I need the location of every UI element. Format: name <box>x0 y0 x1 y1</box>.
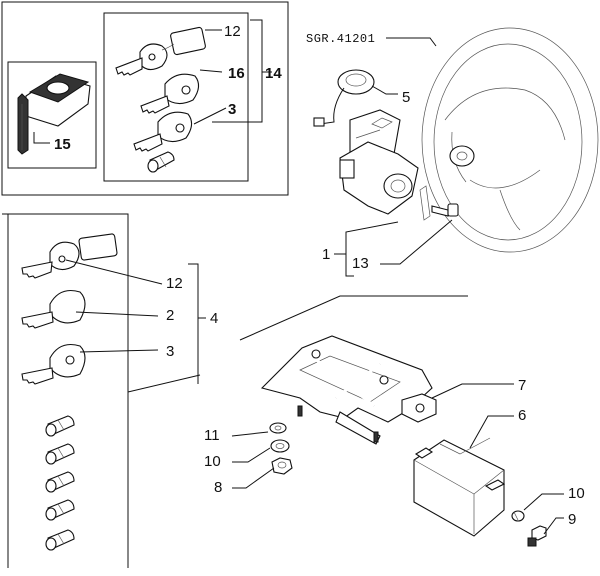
callout-1: 1 <box>322 246 330 263</box>
washer-10-right <box>511 510 525 522</box>
shear-bolt <box>431 203 459 217</box>
kit-frame-top <box>1 1 289 196</box>
callout-9: 9 <box>568 511 576 528</box>
callout-13: 13 <box>352 255 369 272</box>
key-2-left <box>21 289 86 329</box>
callout-8: 8 <box>214 479 222 496</box>
callout-12-left: 12 <box>166 275 183 292</box>
ignition-switch-body <box>339 109 419 215</box>
washer-10-left <box>270 439 290 453</box>
callout-12-top: 12 <box>224 23 241 40</box>
reference-code: SGR.41201 <box>306 32 375 46</box>
lock-cylinder-top <box>147 151 175 173</box>
key-with-tag-top <box>115 26 206 76</box>
nut-8 <box>271 457 293 475</box>
key-16 <box>140 73 200 114</box>
mounting-bracket-7 <box>260 335 437 445</box>
bracket-4 <box>188 263 199 384</box>
transponder-frame <box>7 61 97 169</box>
key-kit-inner-frame <box>103 12 249 182</box>
steering-wheel <box>421 27 599 253</box>
key-3-top <box>133 111 193 152</box>
callout-7: 7 <box>518 377 526 394</box>
callout-5: 5 <box>402 89 410 106</box>
ring-part-5 <box>313 69 375 127</box>
clamp-plate <box>419 185 431 221</box>
callout-14: 14 <box>265 65 282 82</box>
callout-2: 2 <box>166 307 174 324</box>
lock-cylinder-set <box>45 415 75 551</box>
screw-9 <box>527 525 547 547</box>
kit-frame-left-top <box>2 213 201 393</box>
callout-15: 15 <box>54 136 71 153</box>
section-separator <box>239 295 468 341</box>
callout-4: 4 <box>210 310 218 327</box>
callout-10-left: 10 <box>204 453 221 470</box>
callout-6: 6 <box>518 407 526 424</box>
control-unit-6 <box>413 437 506 537</box>
key-3-left <box>21 343 86 385</box>
callout-10-right: 10 <box>568 485 585 502</box>
callout-3-left: 3 <box>166 343 174 360</box>
callout-16: 16 <box>228 65 245 82</box>
callout-11: 11 <box>204 427 220 444</box>
key-with-tag-left <box>21 233 118 279</box>
transponder-15 <box>17 73 91 155</box>
washer-11 <box>269 422 287 434</box>
callout-3-top: 3 <box>228 101 236 118</box>
bracket-14 <box>212 19 263 123</box>
